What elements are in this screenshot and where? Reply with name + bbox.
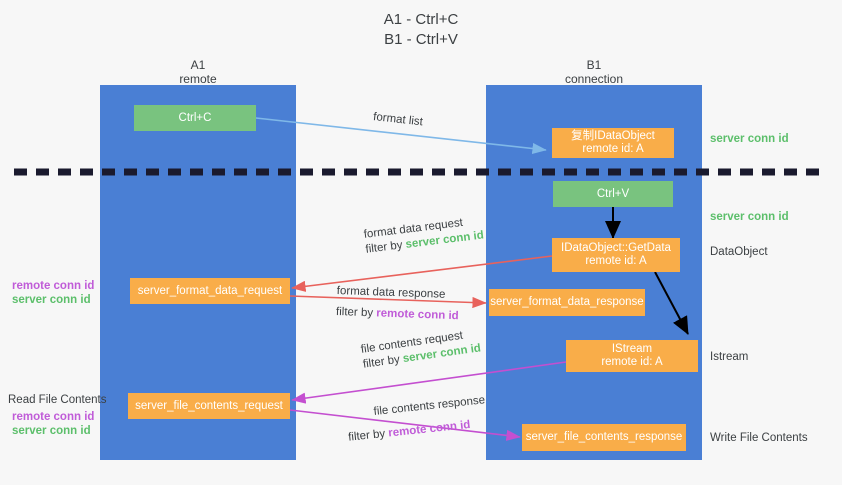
box-istream-line1: IStream bbox=[611, 343, 653, 355]
box-server-format-data-response-label: server_format_data_response bbox=[490, 296, 644, 308]
filter-value-remote-conn-id: remote conn id bbox=[387, 418, 471, 440]
box-server-file-contents-request[interactable]: server_file_contents_request bbox=[128, 393, 290, 419]
box-idataobject-line2: remote id: A bbox=[582, 143, 644, 155]
box-ctrl-c[interactable]: Ctrl+C bbox=[134, 105, 256, 131]
box-idataobject-line1: 复制IDataObject bbox=[571, 130, 655, 142]
label-format-data-response-filter: filter by remote conn id bbox=[336, 305, 459, 324]
box-ctrl-v-label: Ctrl+V bbox=[596, 187, 630, 200]
left-label-read-file-contents: Read File Contents bbox=[8, 394, 107, 406]
label-file-contents-request: file contents request filter by server c… bbox=[360, 326, 482, 372]
column-b1-role: connection bbox=[564, 72, 624, 86]
column-header-b1: B1 connection bbox=[486, 58, 702, 86]
filter-prefix: filter by bbox=[335, 305, 377, 320]
filter-prefix: filter by bbox=[362, 353, 404, 371]
box-server-format-data-request[interactable]: server_format_data_request bbox=[130, 278, 290, 304]
label-file-contents-response-filter: filter by remote conn id bbox=[348, 416, 489, 446]
label-format-data-response: format data response filter by remote co… bbox=[336, 284, 460, 324]
box-istream[interactable]: IStream remote id: A bbox=[566, 340, 698, 372]
box-idataobject-getdata[interactable]: IDataObject::GetData remote id: A bbox=[552, 238, 680, 272]
box-server-format-data-request-label: server_format_data_request bbox=[137, 284, 283, 297]
box-server-file-contents-response[interactable]: server_file_contents_response bbox=[522, 424, 686, 451]
right-label-write-file-contents: Write File Contents bbox=[710, 432, 808, 444]
right-label-istream: Istream bbox=[710, 351, 749, 363]
left-label-server-conn-id-1: server conn id bbox=[12, 294, 91, 306]
box-server-format-data-response[interactable]: server_format_data_response bbox=[489, 289, 645, 316]
box-getdata-line2: remote id: A bbox=[585, 255, 647, 267]
label-format-data-response-text: format data response bbox=[336, 284, 446, 301]
left-label-group-file: remote conn id server conn id bbox=[12, 410, 94, 438]
title-line-2: B1 - Ctrl+V bbox=[384, 31, 458, 48]
left-label-remote-conn-id-1: remote conn id bbox=[12, 280, 95, 292]
label-file-contents-response: file contents response filter by remote … bbox=[348, 393, 488, 443]
left-label-server-conn-id-2: server conn id bbox=[12, 425, 91, 437]
filter-prefix: filter by bbox=[364, 238, 407, 256]
column-a1-name: A1 bbox=[190, 58, 206, 72]
title-line-1: A1 - Ctrl+C bbox=[383, 11, 459, 28]
diagram-title: A1 - Ctrl+C B1 - Ctrl+V bbox=[0, 10, 842, 50]
box-ctrl-v[interactable]: Ctrl+V bbox=[553, 181, 673, 207]
box-getdata-line1: IDataObject::GetData bbox=[561, 242, 671, 254]
label-format-data-request: format data request filter by server con… bbox=[363, 214, 485, 258]
column-b1-name: B1 bbox=[586, 58, 602, 72]
right-label-server-conn-id-top: server conn id bbox=[710, 133, 789, 145]
column-header-a1: A1 remote bbox=[100, 58, 296, 86]
label-format-list-text: format list bbox=[372, 110, 424, 129]
right-label-dataobject: DataObject bbox=[710, 246, 768, 258]
label-format-list: format list bbox=[372, 110, 424, 130]
box-server-file-contents-request-label: server_file_contents_request bbox=[135, 399, 283, 412]
box-server-file-contents-response-label: server_file_contents_response bbox=[525, 431, 683, 443]
left-label-group-format: remote conn id server conn id bbox=[12, 279, 94, 307]
box-ctrl-c-label: Ctrl+C bbox=[178, 111, 212, 124]
box-istream-line2: remote id: A bbox=[601, 356, 663, 368]
box-idataobject[interactable]: 复制IDataObject remote id: A bbox=[552, 128, 674, 158]
column-a1-role: remote bbox=[179, 72, 217, 86]
filter-value-remote-conn-id: remote conn id bbox=[376, 307, 459, 323]
filter-prefix: filter by bbox=[347, 427, 389, 444]
label-file-contents-response-text: file contents response bbox=[373, 394, 486, 418]
left-label-remote-conn-id-2: remote conn id bbox=[12, 411, 95, 423]
right-label-server-conn-id-mid: server conn id bbox=[710, 211, 789, 223]
